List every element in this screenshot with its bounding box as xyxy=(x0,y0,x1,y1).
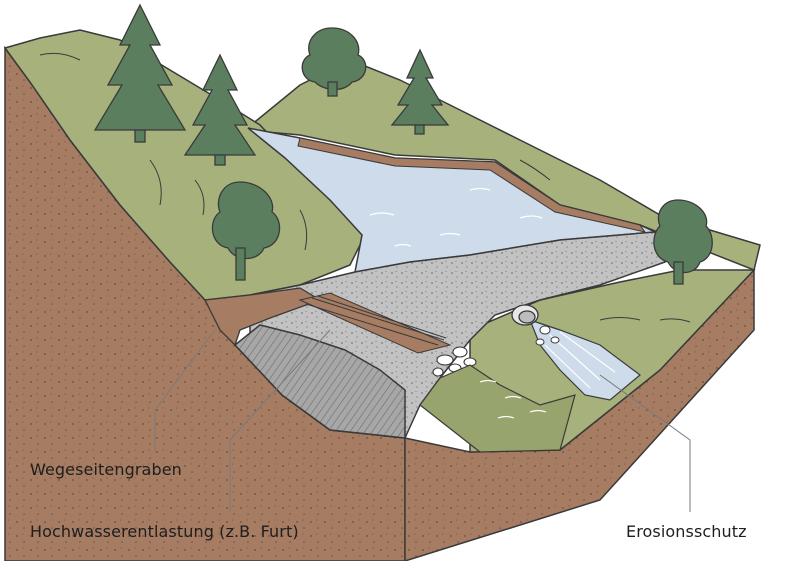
leader-line-wegeseitengraben xyxy=(154,329,216,452)
erosion-stones xyxy=(535,325,560,346)
leader-line-hochwasserentlastung xyxy=(229,329,331,512)
conifer-tree-2 xyxy=(183,53,257,166)
conifer-tree-1 xyxy=(93,3,187,143)
culvert-pipe xyxy=(511,304,539,326)
back-hill xyxy=(243,59,761,272)
lake-bank xyxy=(297,137,647,233)
deciduous-tree-3 xyxy=(653,199,713,285)
terrain-lines xyxy=(39,52,691,323)
side-ditch xyxy=(204,287,322,347)
ford-planks xyxy=(298,292,452,354)
lake-ripples xyxy=(369,187,543,247)
label-hochwasserentlastung: Hochwasserentlastung (z.B. Furt) xyxy=(30,522,299,541)
label-wegeseitengraben: Wegeseitengraben xyxy=(30,460,182,479)
ford-stones xyxy=(432,346,477,377)
leader-line-erosionsschutz xyxy=(599,374,691,512)
dam-cut-face xyxy=(233,324,406,439)
outflow-ripples xyxy=(479,379,547,419)
deciduous-tree-1 xyxy=(301,27,367,97)
label-erosionsschutz: Erosionsschutz xyxy=(626,522,747,541)
conifer-tree-3 xyxy=(390,48,450,135)
outflow-channel xyxy=(419,364,576,453)
deciduous-tree-2 xyxy=(211,181,281,281)
